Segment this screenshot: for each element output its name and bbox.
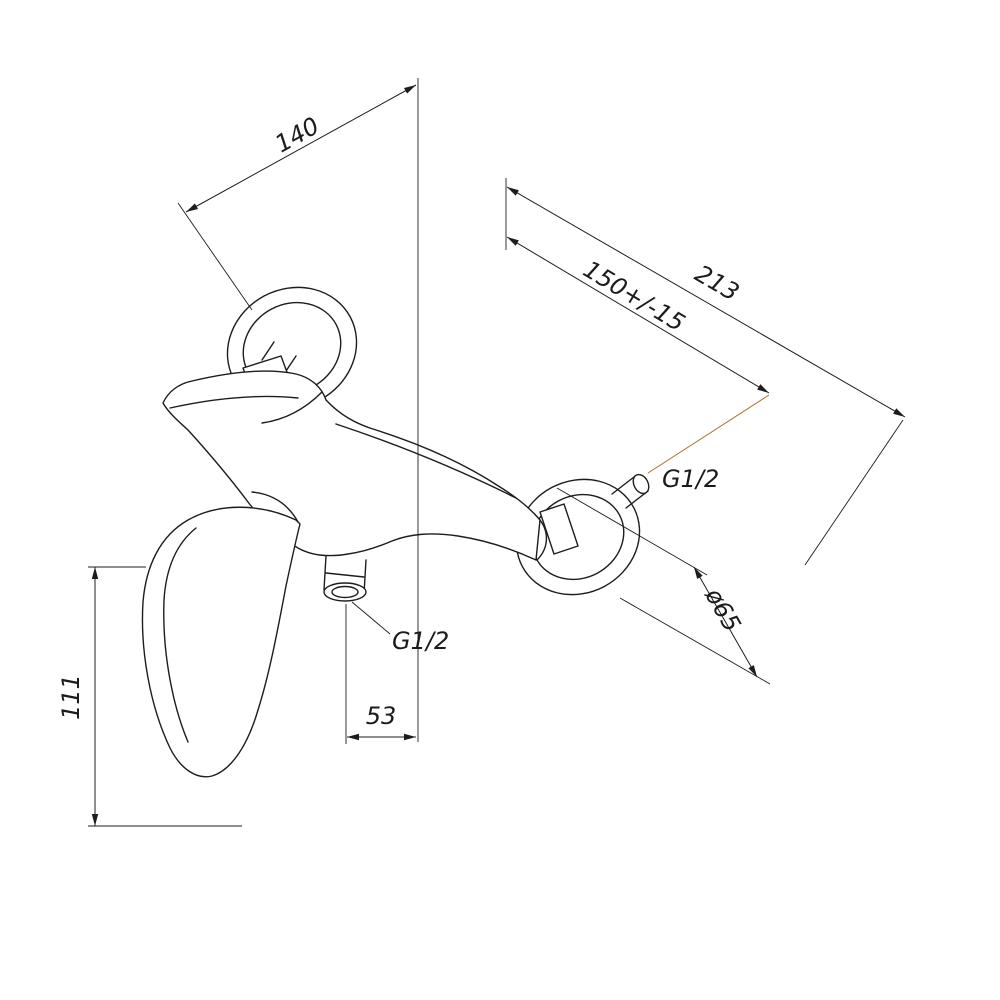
right-nipple-end (632, 473, 650, 495)
ext-line-213-right (804, 419, 904, 566)
handle-inner-contour (163, 527, 197, 743)
body-ridge-line (335, 423, 517, 499)
dim-label-140: 140 (270, 112, 324, 159)
handle-pivot-arc (251, 491, 299, 523)
dim-line-dia65 (693, 566, 758, 678)
ext-line-dia-2 (619, 597, 771, 685)
body-end-cap (536, 519, 548, 561)
dim-line-150 (506, 236, 770, 394)
left-inlet-pipe-line (261, 341, 275, 361)
outlet-bore (331, 585, 359, 599)
ext-line-dia-1 (556, 487, 708, 576)
outlet-side-line (323, 555, 327, 591)
outlet-end-face (323, 582, 367, 602)
blade-inner-line (169, 395, 299, 409)
dim-line-140 (185, 84, 417, 213)
dim-line-213 (506, 186, 906, 418)
dim-label-111: 111 (57, 674, 85, 720)
dim-label-thread-bottom: G1/2 (392, 627, 449, 655)
dim-label-thread-top: G1/2 (662, 465, 719, 493)
ext-line-140 (177, 202, 253, 311)
right-nipple-line (611, 476, 635, 495)
blade-fold-line (261, 391, 323, 424)
dim-label-213: 213 (690, 259, 744, 306)
dim-label-150: 150+/-15 (578, 255, 689, 337)
shower-mixer-object (141, 286, 650, 778)
leader-line-thread-top (647, 394, 770, 474)
leader-line-thread-bottom (351, 601, 391, 635)
lever-handle-outline (141, 506, 301, 778)
right-union-nut (539, 503, 579, 555)
dim-label-dia65: ø65 (699, 583, 746, 637)
outlet-thread-line (325, 572, 365, 578)
dim-label-53: 53 (366, 702, 397, 730)
